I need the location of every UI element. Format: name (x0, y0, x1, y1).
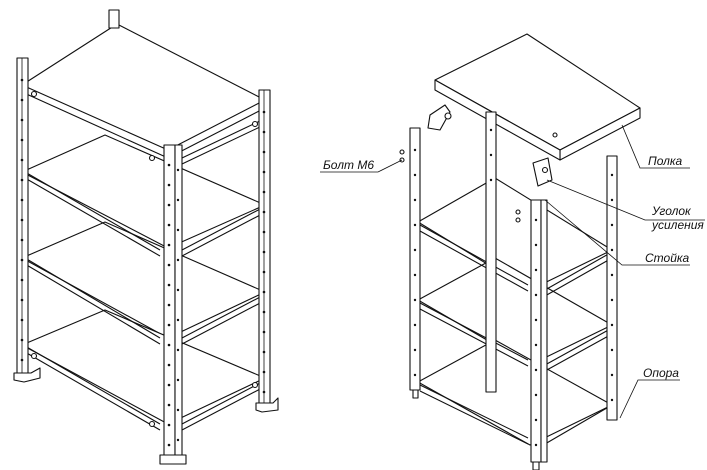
post-front (530, 199, 542, 463)
assembled-rack (13, 9, 279, 465)
bolt-heads (30, 90, 259, 428)
post-right (606, 155, 618, 421)
label-post: Стойка (645, 251, 690, 265)
label-foot: Опора (643, 366, 679, 380)
bolts (399, 132, 558, 223)
reinforcement-brackets (427, 104, 553, 187)
post-right (258, 89, 271, 404)
post-holes (20, 78, 266, 447)
label-bracket-line1: Уголок (651, 204, 692, 218)
mounted-shelves (417, 177, 613, 446)
exploded-post-holes (413, 128, 614, 447)
exploded-posts (409, 111, 618, 470)
label-shelf: Полка (648, 154, 683, 168)
label-bracket-line2: усиления (651, 218, 704, 232)
shelf-beams (24, 119, 263, 431)
label-bolt: Болт М6 (323, 158, 374, 172)
inner-shelves (21, 134, 266, 425)
post-front (163, 144, 176, 456)
leader-lines (320, 124, 705, 419)
post-back (485, 111, 497, 393)
exploded-rack (399, 33, 641, 470)
assembled-posts (13, 9, 279, 465)
top-shelf (21, 23, 266, 151)
post-left (16, 57, 29, 374)
